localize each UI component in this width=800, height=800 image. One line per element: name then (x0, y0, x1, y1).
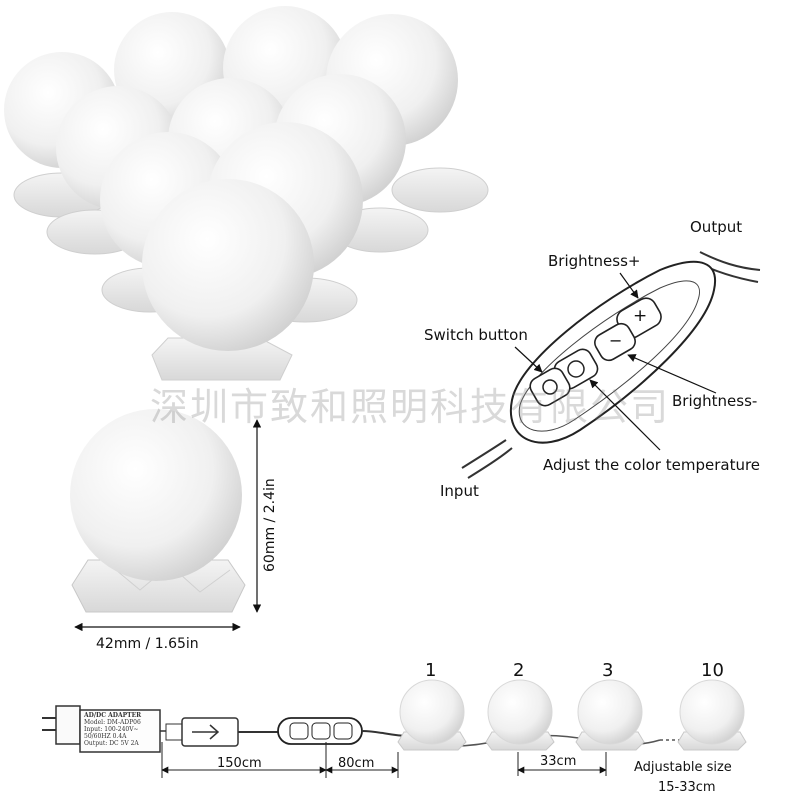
bulb-number: 3 (602, 660, 614, 681)
cable-length-150: 150cm (217, 756, 262, 771)
adjustable-size-label: Adjustable size (634, 760, 732, 775)
adjustable-range: 15-33cm (658, 780, 716, 795)
brightness-minus-arrow (627, 354, 717, 394)
bulb-number: 1 (425, 660, 437, 681)
adjust-color-label: Adjust the color temperature (543, 456, 761, 474)
width-label: 42mm / 1.65in (96, 636, 199, 652)
bulb-cluster (4, 6, 489, 381)
bulb-number: 2 (513, 660, 525, 681)
minus-icon: − (609, 331, 623, 350)
brightness-minus-button[interactable] (592, 320, 639, 363)
cable-length-80: 80cm (338, 756, 375, 771)
strip-dimensions (161, 742, 607, 778)
brightness-plus-arrow (619, 272, 639, 299)
switch-button-arrow (514, 346, 543, 373)
height-label: 60mm / 2.4in (262, 478, 278, 572)
brightness-plus-label: Brightness+ (548, 252, 641, 270)
cycle-icon (567, 360, 585, 378)
adapter (42, 705, 170, 753)
bulb-number: 10 (701, 660, 724, 681)
strip-bulb-2 (485, 679, 555, 751)
adapter-label: AD/DC ADAPTER Model: DM-ADP06 Input: 100… (84, 712, 141, 747)
input-label: Input (440, 482, 479, 500)
watermark: 深圳市致和照明科技有限公司 (150, 385, 671, 429)
color-temperature-arrow (589, 379, 661, 451)
switch-button-label: Switch button (424, 326, 528, 344)
usb-icon (192, 724, 220, 740)
adapter-line: Model: DM-ADP06 (84, 719, 141, 726)
controller (461, 251, 761, 479)
adapter-title: AD/DC ADAPTER (84, 712, 142, 719)
single-bulb (70, 409, 246, 613)
plus-icon: + (633, 306, 648, 326)
adapter-line: 50/60HZ 0.4A (84, 733, 127, 740)
strip-bulb-3 (575, 679, 645, 751)
power-icon (542, 379, 558, 395)
cluster-bulb-front (142, 179, 314, 381)
inline-controller (277, 717, 411, 745)
strip-bulb-1 (397, 679, 467, 751)
usb-plug (165, 717, 278, 747)
adapter-line: Output: DC 5V 2A (84, 740, 139, 747)
adapter-line: Input: 100-240V~ (84, 726, 139, 733)
bulb-spacing: 33cm (540, 754, 577, 769)
brightness-minus-label: Brightness- (672, 392, 758, 410)
switch-button[interactable] (527, 365, 573, 409)
output-label: Output (690, 218, 743, 236)
strip-bulb-10 (677, 679, 747, 751)
